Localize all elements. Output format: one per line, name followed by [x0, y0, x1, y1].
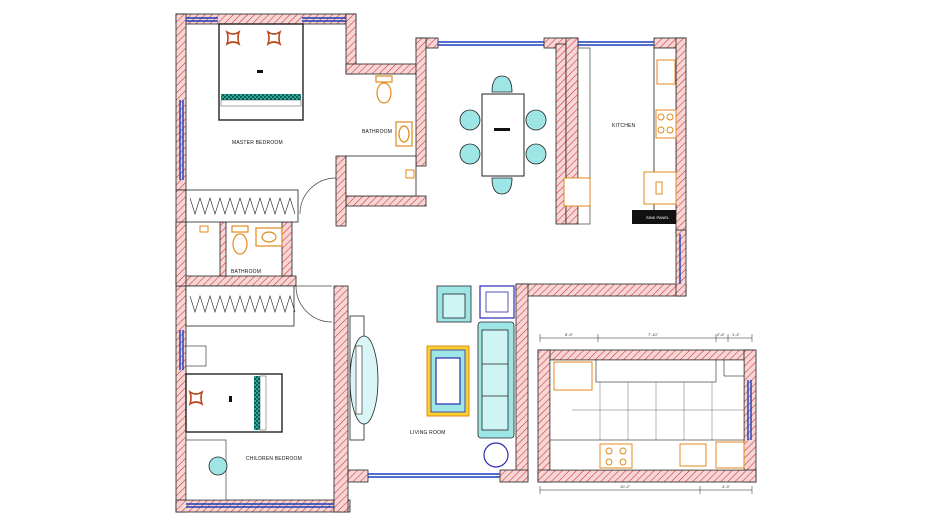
- child-bed: [185, 373, 283, 433]
- walls: [175, 13, 757, 513]
- room-label-children-bedroom: CHILDREN BEDROOM: [246, 456, 302, 462]
- rug: [426, 345, 470, 417]
- pillow-icon-child: [188, 390, 204, 406]
- sink-icon-inset: [679, 443, 707, 467]
- tap-icon: [405, 169, 415, 179]
- side-table-living: [479, 285, 515, 319]
- windows: [179, 17, 752, 508]
- dimension-label: 10'-2": [620, 484, 631, 489]
- dimension-label: 2'-6": [717, 332, 726, 337]
- oven-icon: [643, 171, 677, 205]
- oven-icon-inset: [715, 441, 745, 469]
- stove-icon: [655, 109, 677, 139]
- room-label-living-room: LIVING ROOM: [410, 430, 446, 436]
- side-table: [185, 345, 207, 367]
- pillow-icon: [225, 30, 282, 46]
- desk-chair-icon: [185, 439, 228, 501]
- wardrobe-bottom: [185, 285, 296, 327]
- sink-panel: [632, 210, 676, 224]
- kitchen-inset: [549, 359, 745, 471]
- room-label-bathroom-mid: BATHROOM: [231, 269, 261, 275]
- fridge-icon: [656, 59, 676, 85]
- dimension-label: 6'-9": [565, 332, 574, 337]
- shower-area: [345, 155, 417, 197]
- tap-icon-mid: [199, 225, 209, 233]
- room-label-kitchen: KITCHEN: [612, 123, 636, 129]
- wardrobe-top: [185, 189, 299, 223]
- round-table-icon: [483, 442, 509, 468]
- room-label-bathroom-top: BATHROOM: [362, 129, 392, 135]
- dimension-label: 4'-3": [722, 484, 731, 489]
- toilet-icon-mid: [231, 225, 249, 255]
- room-label-master-bedroom: MASTER BEDROOM: [232, 140, 283, 146]
- dining-table: [481, 93, 525, 177]
- armchair-icon: [436, 285, 472, 323]
- doors: [295, 177, 337, 323]
- washing-machine-icon: [563, 177, 591, 207]
- toilet-icon: [375, 75, 393, 104]
- dimension-lines: [539, 334, 753, 494]
- sink-panel-label: SINK PANEL: [646, 215, 670, 220]
- dimension-label: 7'-10": [648, 332, 659, 337]
- sofa-icon: [477, 321, 515, 439]
- master-bed: [218, 23, 304, 121]
- tv-unit: [349, 315, 379, 441]
- washbasin-icon: [395, 121, 413, 147]
- dimension-label: 1'-4": [732, 332, 741, 337]
- washbasin-icon-mid: [255, 227, 283, 247]
- chair-icon: [459, 75, 547, 195]
- stove-icon-inset: [599, 443, 633, 469]
